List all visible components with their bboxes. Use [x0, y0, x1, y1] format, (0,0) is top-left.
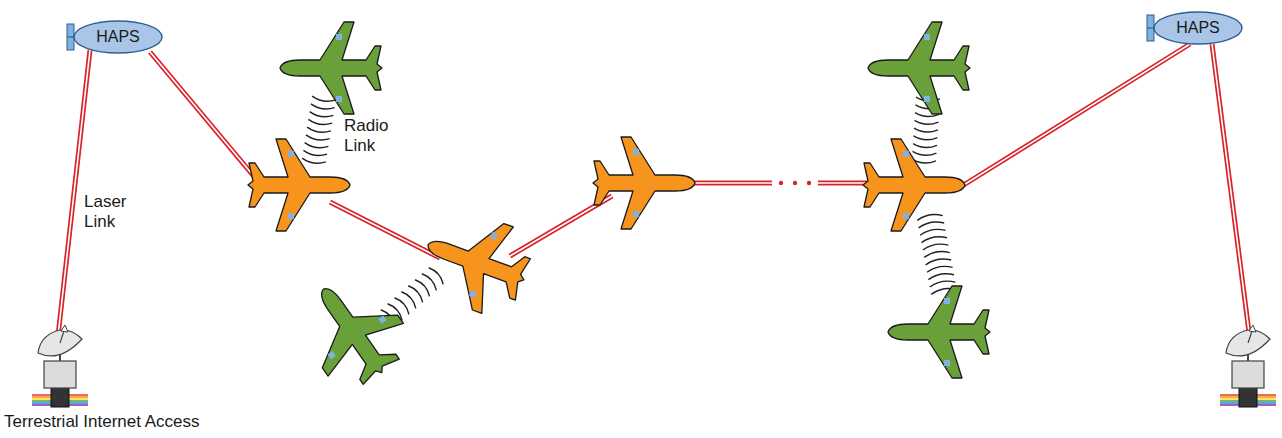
aircraft	[888, 286, 990, 378]
radio-wave	[928, 274, 954, 280]
antenna-terminal	[944, 298, 950, 304]
aircraft-body	[593, 137, 695, 229]
station-base	[1239, 387, 1257, 407]
aircraft-body	[863, 139, 965, 231]
antenna-terminal	[336, 34, 342, 40]
haps-platform: HAPS	[73, 20, 163, 54]
radio-wave	[311, 104, 335, 109]
aircraft-body	[248, 139, 350, 231]
continuation-dot	[807, 181, 811, 185]
dish-feed	[1248, 331, 1252, 343]
haps-envelope	[1154, 12, 1242, 44]
aircraft	[868, 22, 970, 114]
station-housing	[1232, 361, 1264, 388]
antenna-terminal	[490, 232, 498, 240]
antenna-terminal	[903, 151, 909, 157]
aircraft	[280, 22, 382, 114]
radio-wave	[921, 237, 947, 243]
antenna-terminal	[469, 290, 477, 298]
antenna-terminal	[944, 360, 950, 366]
radio-wave	[429, 268, 443, 285]
antenna-terminal	[328, 351, 336, 359]
radio-wave	[312, 96, 336, 101]
aircraft-body	[888, 286, 990, 378]
radio-wave	[919, 222, 945, 228]
laser-link	[150, 52, 262, 186]
laser-link-core	[150, 52, 262, 186]
radio-wave	[913, 144, 937, 148]
antenna-terminal	[903, 213, 909, 219]
antenna-terminal	[633, 211, 639, 217]
dish-reflector	[38, 330, 82, 356]
laser-link-core	[330, 202, 440, 258]
dish-feed	[60, 331, 64, 343]
laser-link	[1212, 44, 1250, 340]
radio-wave	[926, 259, 952, 265]
antenna-terminal	[633, 149, 639, 155]
laser-link	[690, 181, 772, 186]
continuation-dot	[779, 181, 783, 185]
aircraft	[593, 137, 695, 229]
aircraft-body	[868, 22, 970, 114]
radio-wave	[923, 244, 949, 250]
radio-wave	[920, 229, 946, 235]
aircraft	[248, 139, 350, 231]
laser-link-core	[1212, 44, 1250, 340]
radio-wave	[924, 252, 950, 258]
station-housing	[44, 361, 76, 388]
dish-reflector	[1226, 330, 1270, 356]
laser-link	[330, 202, 440, 258]
radio-wave	[415, 280, 429, 297]
radio-wave	[302, 158, 326, 163]
laser-link-core	[690, 182, 772, 184]
laser-link-core	[962, 44, 1190, 186]
radio-wave	[305, 143, 329, 148]
aircraft	[286, 263, 420, 399]
antenna-terminal	[336, 96, 342, 102]
aircraft-body	[280, 22, 382, 114]
link-label: Laser Link	[84, 192, 136, 233]
haps-label: HAPS	[96, 28, 140, 46]
radio-wave	[310, 112, 334, 117]
antenna-terminal	[378, 315, 386, 323]
aircraft	[863, 139, 965, 231]
radio-wave	[401, 292, 415, 309]
aircraft	[412, 202, 539, 323]
dish-mount	[59, 355, 61, 361]
radio-wave	[913, 151, 937, 155]
dish-feed-horn	[1249, 325, 1256, 332]
dish-feed-horn	[61, 325, 68, 332]
radio-wave	[914, 128, 938, 132]
antenna-terminal	[924, 96, 930, 102]
radio-wave	[307, 127, 331, 132]
antenna-terminal	[288, 213, 294, 219]
dish-mount	[1247, 355, 1249, 361]
radio-wave	[394, 298, 408, 315]
radio-wave	[422, 274, 436, 291]
radio-wave	[408, 286, 422, 303]
ground-station	[32, 325, 88, 407]
haps-envelope	[74, 21, 162, 53]
radio-wave	[917, 215, 943, 221]
aircraft-body	[286, 263, 420, 399]
caption-label: Terrestrial Internet Access	[4, 412, 304, 432]
antenna-terminal	[288, 151, 294, 157]
haps-platform: HAPS	[1153, 11, 1243, 45]
radio-wave	[927, 266, 953, 272]
haps-label: HAPS	[1176, 19, 1220, 37]
radio-wave	[915, 120, 939, 124]
laser-link	[962, 44, 1190, 186]
aircraft-body	[412, 202, 539, 323]
antenna-terminal	[924, 34, 930, 40]
radio-wave	[303, 150, 327, 155]
continuation-dot	[793, 181, 797, 185]
radio-wave	[308, 119, 332, 124]
station-base	[51, 387, 69, 407]
link-label: Radio Link	[344, 116, 396, 157]
radio-wave	[914, 136, 938, 140]
ground-station	[1220, 325, 1276, 407]
radio-wave	[306, 135, 330, 140]
